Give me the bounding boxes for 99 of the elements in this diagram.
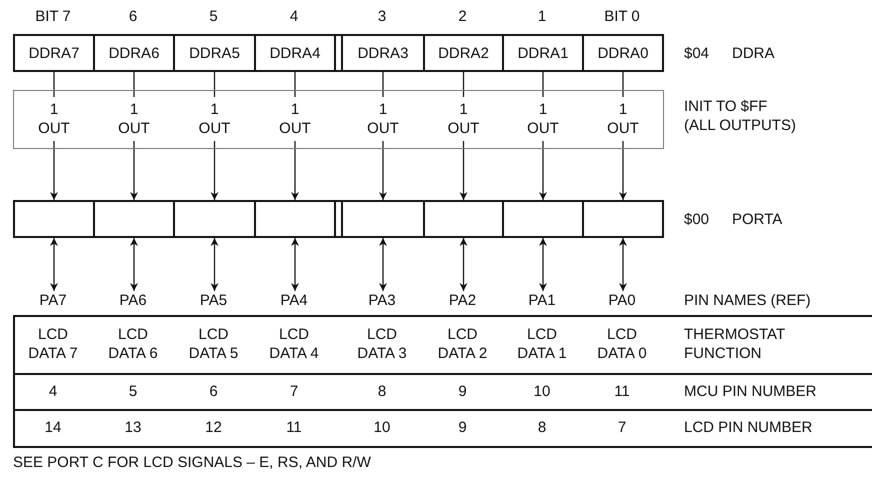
pin-number: 4 xyxy=(48,382,58,401)
connector-line xyxy=(53,72,55,97)
function-name: LCD DATA 7 xyxy=(27,325,79,363)
bit-value: 1 OUT xyxy=(114,97,154,141)
bit-number: 5 xyxy=(208,7,219,26)
pin-number: 9 xyxy=(457,418,468,437)
bit-number: BIT 0 xyxy=(603,7,641,26)
pin-number: 13 xyxy=(124,418,142,437)
double-arrow xyxy=(619,238,627,291)
register-cell: DDRA4 xyxy=(254,34,336,72)
arrow xyxy=(619,141,627,200)
register-name: PORTA xyxy=(732,210,784,229)
function-name: LCD DATA 1 xyxy=(516,325,568,363)
register-cell xyxy=(502,200,584,238)
pin-number: 11 xyxy=(613,382,631,401)
pin-name: PA1 xyxy=(520,291,564,310)
connector-line xyxy=(382,72,384,97)
row-label: THERMOSTAT FUNCTION xyxy=(684,325,786,363)
function-name: LCD DATA 2 xyxy=(436,325,488,363)
bit-number: 2 xyxy=(457,7,468,26)
double-arrow xyxy=(379,238,387,291)
register-cell: DDRA5 xyxy=(173,34,256,72)
bit-number: 4 xyxy=(288,7,300,26)
note: INIT TO $FF (ALL OUTPUTS) xyxy=(684,97,796,135)
pin-number: 10 xyxy=(532,382,552,401)
register-cell: DDRA2 xyxy=(423,34,504,72)
connector-line xyxy=(542,72,544,97)
register-address: $04 xyxy=(684,44,710,63)
arrow xyxy=(50,141,58,200)
pin-name: PA3 xyxy=(360,291,404,310)
double-arrow xyxy=(460,238,468,291)
arrow xyxy=(130,141,138,200)
pin-name: PA5 xyxy=(192,291,236,310)
bit-number: 1 xyxy=(536,7,548,26)
bit-value: 1 OUT xyxy=(194,97,234,141)
row-label: MCU PIN NUMBER xyxy=(684,382,818,401)
register-cell: DDRA1 xyxy=(502,34,584,72)
register-cell: DDRA6 xyxy=(93,34,175,72)
function-name: LCD DATA 5 xyxy=(188,325,240,363)
function-name: LCD DATA 6 xyxy=(107,325,159,363)
bit-value: 1 OUT xyxy=(603,97,643,141)
pin-name: PA6 xyxy=(111,291,155,310)
pin-number: 8 xyxy=(376,382,388,401)
pin-number: 11 xyxy=(285,418,303,437)
pin-name: PA7 xyxy=(31,291,75,310)
pin-number: 6 xyxy=(208,382,219,401)
bit-value: 1 OUT xyxy=(34,97,74,141)
register-cell xyxy=(582,200,664,238)
register-cell xyxy=(254,200,336,238)
connector-line xyxy=(622,72,624,97)
double-arrow xyxy=(130,238,138,291)
arrow xyxy=(460,141,468,200)
pin-number: 7 xyxy=(288,382,300,401)
arrow xyxy=(210,141,218,200)
double-arrow xyxy=(291,238,299,291)
bit-value: 1 OUT xyxy=(523,97,563,141)
connector-line xyxy=(133,72,135,97)
bit-value: 1 OUT xyxy=(444,97,484,141)
function-name: LCD DATA 0 xyxy=(596,325,648,363)
bit-number: BIT 7 xyxy=(34,7,72,26)
register-cell: DDRA0 xyxy=(582,34,664,72)
arrow xyxy=(291,141,299,200)
pin-number: 7 xyxy=(616,418,628,437)
arrow xyxy=(379,141,387,200)
register-cell: DDRA3 xyxy=(341,34,425,72)
pin-name: PA4 xyxy=(272,291,316,310)
double-arrow xyxy=(50,238,58,291)
register-address: $00 xyxy=(684,210,710,229)
register-cell xyxy=(93,200,175,238)
pin-number: 8 xyxy=(536,418,548,437)
pin-number: 9 xyxy=(457,382,468,401)
bit-value: 1 OUT xyxy=(363,97,403,141)
function-name: LCD DATA 4 xyxy=(268,325,320,363)
pin-number: 12 xyxy=(204,418,223,437)
register-name: DDRA xyxy=(732,44,776,63)
pin-number: 10 xyxy=(372,418,392,437)
register-cell xyxy=(423,200,504,238)
pin-number: 14 xyxy=(44,418,62,437)
register-cell xyxy=(13,200,95,238)
register-cell xyxy=(341,200,425,238)
connector-line xyxy=(294,72,296,97)
pin-number: 5 xyxy=(128,382,138,401)
double-arrow xyxy=(539,238,547,291)
caption: SEE PORT C FOR LCD SIGNALS – E, RS, AND R/W xyxy=(13,454,371,471)
pin-name: PA0 xyxy=(600,291,644,310)
register-cell xyxy=(173,200,256,238)
bit-value: 1 OUT xyxy=(275,97,315,141)
value-box xyxy=(13,90,664,149)
connector-line xyxy=(214,72,216,97)
bit-number: 6 xyxy=(128,7,138,26)
register-cell: DDRA7 xyxy=(13,34,95,72)
connector-line xyxy=(462,72,464,97)
function-name: LCD DATA 3 xyxy=(356,325,408,363)
arrow xyxy=(539,141,547,200)
bit-number: 3 xyxy=(376,7,388,26)
pin-name: PA2 xyxy=(440,291,484,310)
row-label: LCD PIN NUMBER xyxy=(684,418,814,437)
row-label: PIN NAMES (REF) xyxy=(684,291,812,310)
double-arrow xyxy=(210,238,218,291)
